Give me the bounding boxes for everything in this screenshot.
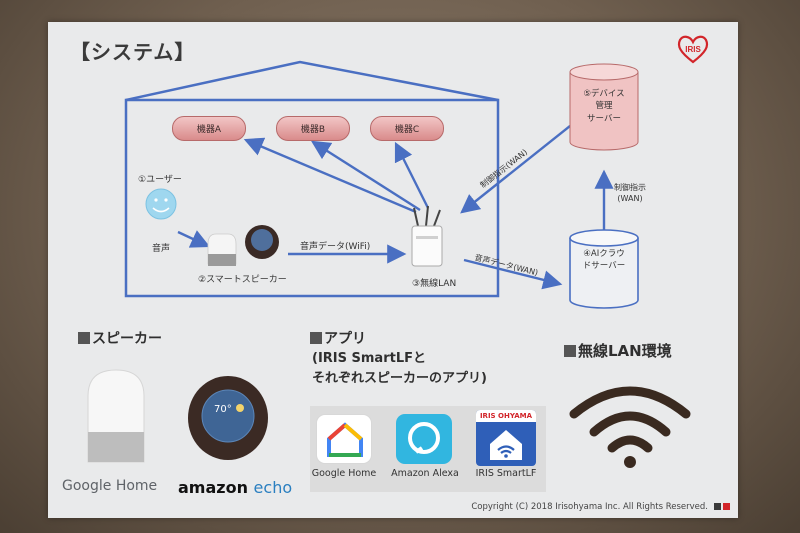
wireless-section-text: 無線LAN環境 [578,342,672,360]
iris-smartlf-app-label: IRIS SmartLF [475,468,537,479]
bullet-square [564,345,576,357]
bullet-square [78,332,90,344]
ai-cloud-cylinder [569,229,639,309]
speaker-section-text: スピーカー [92,331,162,347]
amazon-echo-brand: amazon echo [178,478,292,497]
arrow-server-router [460,125,571,214]
user-smiley-icon [145,188,177,220]
presentation-slide: 【システム】 IRIS [48,22,738,518]
wireless-section-title: 無線LAN環境 [564,340,672,361]
device-b: 機器B [276,116,350,141]
iris-app-header: IRIS OHYAMA [476,410,536,422]
device-server-cylinder [569,63,639,151]
echo-text: echo [253,478,293,497]
device-a-label: 機器A [196,125,222,135]
router-icon [411,205,443,267]
amazon-alexa-app-icon[interactable] [396,414,452,464]
arrow-user-speaker [177,230,211,248]
footer-square-red [723,503,730,510]
google-home-device-image [87,369,145,463]
app-section-line3: それぞれスピーカーのアプリ) [312,371,487,386]
device-b-label: 機器B [300,125,326,135]
app-section-text: アプリ [324,331,366,347]
house-roof [125,60,499,102]
arrow-router-cloud [463,258,563,290]
app-section-line2: (IRIS SmartLFと [312,351,426,366]
google-home-small-icon [207,233,237,266]
bullet-square [310,332,322,344]
iris-logo: IRIS [677,35,709,64]
iris-smartlf-app-icon[interactable]: IRIS OHYAMA [476,410,536,466]
device-c: 機器C [370,116,444,141]
amazon-text: amazon [178,478,248,497]
footer-squares [714,503,730,510]
lan-label: ③無線LAN [412,279,457,289]
ai-cloud-label: ④AIクラウ ドサーバー [582,249,626,272]
echo-spot-device-image: 70° [188,376,268,460]
control-wan-label-2: 制御指示 (WAN) [614,183,646,204]
logo-text: IRIS [685,45,701,54]
google-home-app-icon[interactable] [316,414,372,464]
device-server-label: ⑤デバイス 管理 サーバー [583,89,625,124]
system-diagram [124,60,639,309]
amazon-alexa-app-label: Amazon Alexa [391,468,459,479]
user-label: ①ユーザー [138,175,182,185]
echo-temp-text: 70° [214,404,232,415]
voice-label: 音声 [152,244,171,254]
app-section-title: アプリ [310,328,366,348]
house-body [124,98,500,298]
footer-square-dark [714,503,721,510]
voice-data-wifi-label: 音声データ(WiFi) [300,242,371,252]
device-c-label: 機器C [394,125,420,135]
arrow-router-device-c [394,141,430,209]
wifi-icon [569,386,691,468]
arrow-router-device-a [243,137,417,214]
arrow-router-device-b [310,140,421,212]
speaker-section-title: スピーカー [78,328,162,348]
google-home-app-label: Google Home [311,468,377,479]
google-home-brand: Google Home [62,478,158,494]
slide-title: 【システム】 [70,40,196,64]
copyright-text: Copyright (C) 2018 Irisohyama Inc. All R… [471,502,708,512]
speaker-label: ②スマートスピーカー [198,275,287,285]
device-a: 機器A [172,116,246,141]
echo-spot-small-icon [245,225,279,259]
